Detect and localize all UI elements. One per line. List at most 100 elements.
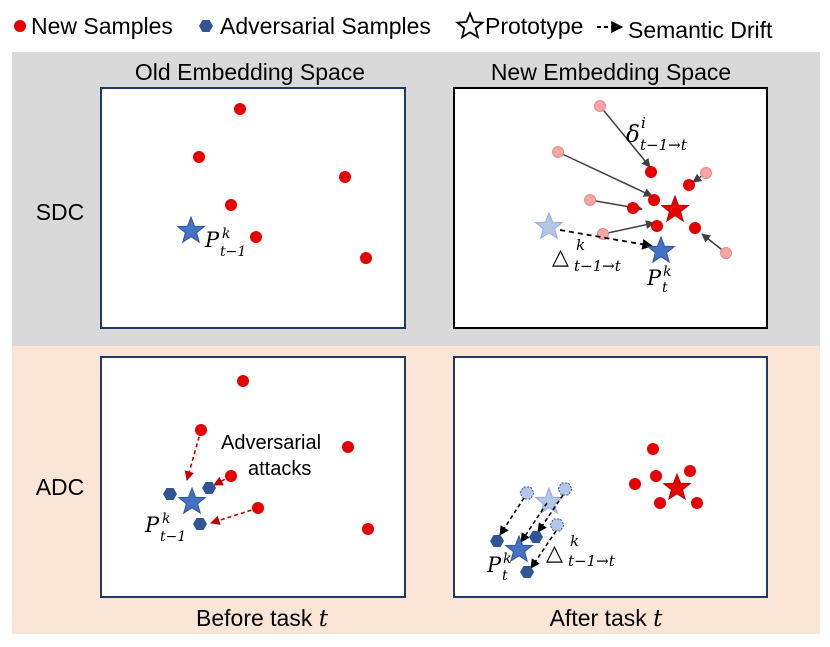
delta-upper-subscript: t−1→t [574, 257, 622, 275]
delta-lower-superscript: i [641, 114, 646, 132]
faded-sample [700, 167, 712, 179]
new-sample [234, 103, 246, 115]
drift-arrow [530, 530, 557, 569]
adc-old-samples [195, 375, 374, 535]
label-delta-k-adc: △ k t−1→t [546, 532, 616, 570]
legend-semantic-drift: Semantic Drift [628, 17, 773, 43]
old-prototype-star-faded [534, 486, 564, 515]
label-prototype-new-adc: P k t [486, 551, 511, 584]
prototype-star [504, 534, 534, 563]
header-old-embedding-space: Old Embedding Space [135, 59, 365, 85]
legend-adversarial-samples: Adversarial Samples [220, 13, 431, 39]
row-label-adc: ADC [36, 474, 85, 500]
faded-sample [720, 247, 732, 259]
footer-after-task: After task t [550, 605, 664, 632]
adversarial-sample [163, 488, 177, 500]
adversarial-sample [529, 531, 543, 543]
old-prototype-star-faded [534, 211, 564, 240]
adc-new-old-adversarial [519, 482, 573, 532]
new-sample [647, 443, 659, 455]
adc-new-samples [629, 443, 703, 509]
prototype-star [176, 215, 206, 244]
faded-sample [584, 194, 596, 206]
delta-upper-superscript: k [570, 532, 579, 550]
new-sample [683, 179, 695, 191]
new-sample [648, 194, 660, 206]
new-sample [225, 199, 237, 211]
panel-adc-old [100, 356, 406, 598]
p-superscript: k [503, 551, 511, 567]
new-sample [362, 523, 374, 535]
footer-before-text: Before task [196, 605, 313, 631]
delta-lower-symbol: δ [626, 122, 640, 148]
drift-arrow [557, 151, 653, 197]
new-sample [193, 151, 205, 163]
p-symbol: P [486, 553, 502, 577]
p-subscript: t [502, 568, 508, 584]
new-sample [684, 465, 696, 477]
adc-new-adversarial [490, 531, 543, 578]
panel-sdc-old [100, 87, 406, 329]
adversarial-sample [193, 518, 207, 530]
new-sample [237, 375, 249, 387]
new-sample [654, 497, 666, 509]
annotation-attacks: attacks [248, 458, 311, 480]
prototype-star [646, 235, 676, 264]
sdc-new-samples [627, 166, 701, 234]
delta-lower-subscript: t−1→t [640, 136, 688, 154]
new-sample [627, 202, 639, 214]
new-sample [339, 171, 351, 183]
legend-new-sample-dot [14, 20, 26, 32]
p-symbol: P [204, 228, 220, 252]
header-new-embedding-space: New Embedding Space [491, 59, 731, 85]
faded-adversarial-sample [557, 482, 573, 496]
legend-new-samples: New Samples [31, 13, 173, 39]
new-sample [250, 231, 262, 243]
new-sample [651, 220, 663, 232]
p-superscript: k [222, 226, 230, 242]
p-symbol: P [646, 266, 662, 290]
sdc-old-samples [193, 103, 372, 264]
faded-adversarial-sample [549, 518, 565, 532]
delta-upper-symbol: △ [552, 244, 569, 269]
drift-arrow [499, 497, 525, 536]
prototype-star [177, 486, 207, 515]
p-superscript: k [162, 511, 170, 527]
drift-arrow [599, 105, 651, 168]
label-delta-k-sdc: △ k t−1→t [552, 236, 622, 275]
adc-new-drift-arrows [499, 494, 564, 569]
new-sample [691, 497, 703, 509]
delta-upper-superscript: k [576, 236, 585, 254]
new-sample [650, 470, 662, 482]
legend-prototype-star [455, 11, 485, 40]
p-subscript: t [662, 280, 668, 296]
new-sample [689, 222, 701, 234]
faded-sample [594, 100, 606, 112]
p-symbol: P [144, 513, 160, 537]
p-superscript: k [663, 264, 671, 280]
adversarial-sample [202, 482, 216, 494]
sdc-new-old-samples [552, 100, 732, 259]
legend-adversarial-hexagon [199, 20, 213, 32]
row-label-sdc: SDC [36, 199, 85, 225]
label-prototype-old-adc: P k t−1 [144, 511, 186, 545]
drift-arrow [602, 220, 655, 235]
attack-arrow [210, 507, 259, 525]
delta-upper-symbol: △ [546, 540, 563, 565]
new-prototype-star-red [662, 472, 692, 501]
faded-adversarial-sample [519, 486, 535, 500]
drift-arrow [520, 502, 548, 543]
footer-before-task: Before task t [196, 605, 329, 632]
prototype-drift-arrow [559, 229, 654, 250]
new-sample [360, 252, 372, 264]
new-sample [225, 470, 237, 482]
new-sample [629, 478, 641, 490]
p-subscript: t−1 [220, 244, 246, 260]
new-prototype-star-red [660, 194, 690, 223]
new-sample [195, 424, 207, 436]
legend-prototype: Prototype [485, 13, 583, 39]
attack-arrow [184, 429, 202, 481]
label-prototype-new-sdc: P k t [646, 264, 671, 296]
footer-after-var: t [653, 606, 663, 632]
